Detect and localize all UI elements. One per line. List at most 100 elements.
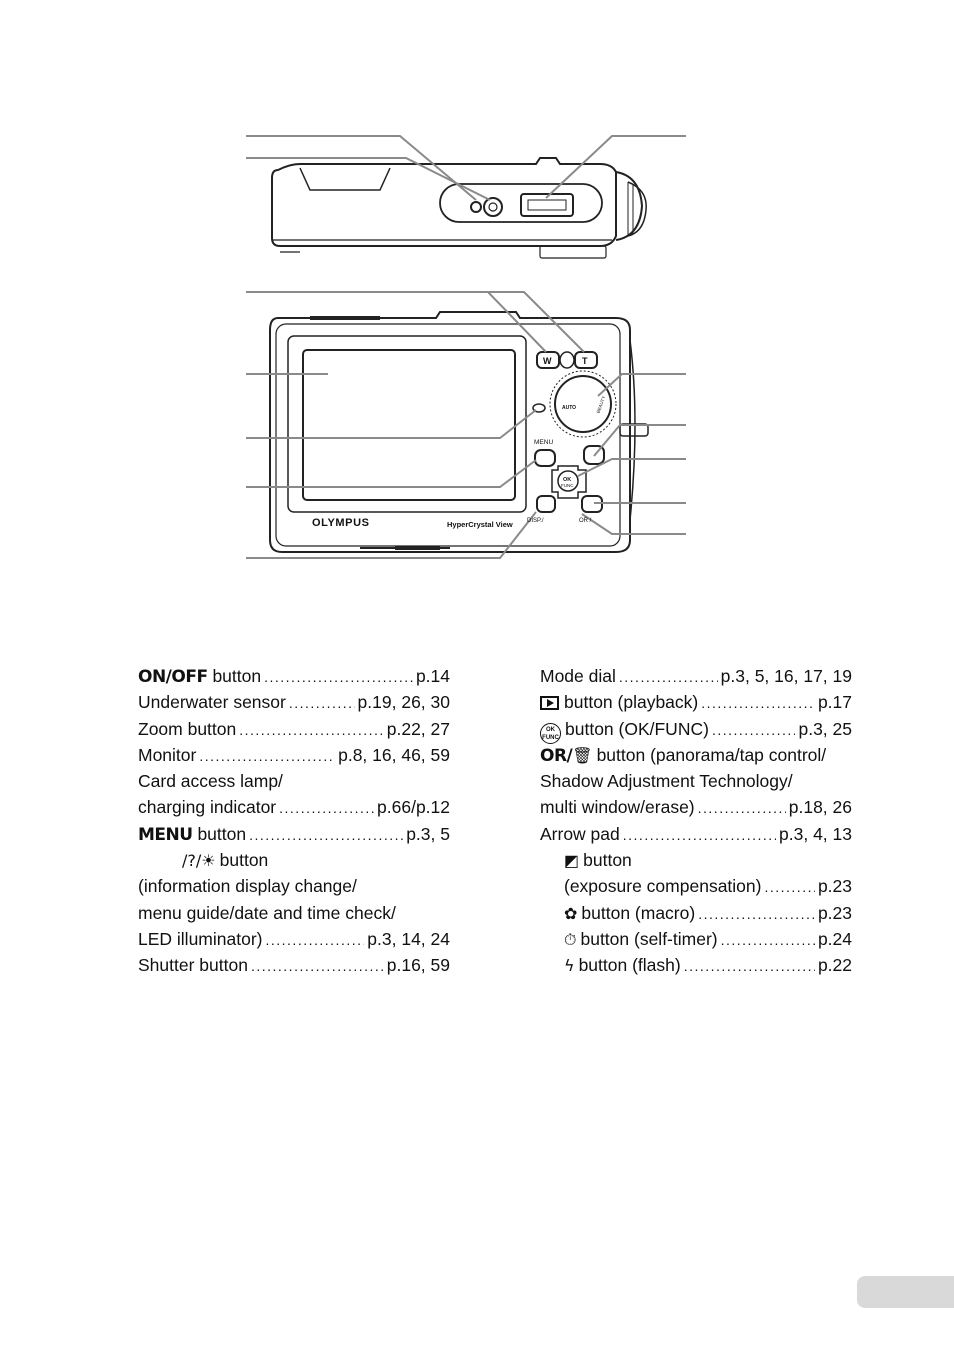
- menu-printed-label: MENU: [534, 439, 553, 446]
- page-ref: p.23: [817, 902, 852, 923]
- list-item: button (playback) p.17: [540, 689, 852, 715]
- list-item: Underwater sensor p.19, 26, 30: [138, 689, 450, 715]
- play-box-icon: [540, 696, 559, 711]
- page-ref: p.22: [817, 955, 852, 976]
- trash-icon: 🗑: [572, 746, 593, 766]
- item-label: LED illuminator): [138, 928, 263, 949]
- item-label: Mode dial: [540, 666, 616, 686]
- page-tab: [857, 1276, 954, 1308]
- ok-printed-label: OK: [563, 477, 571, 483]
- page-ref: p.3, 25: [798, 718, 852, 739]
- item-label: button: [583, 850, 632, 871]
- ok-func-button: [557, 470, 579, 492]
- disp-help-led-glyph: /?/☀: [182, 851, 216, 871]
- page-ref: p.19, 26, 30: [357, 692, 450, 713]
- brand-logo: OLYMPUS: [312, 517, 370, 529]
- card-access-lamp: [532, 403, 546, 413]
- list-item: ◩button: [540, 847, 852, 873]
- page-ref: p.14: [415, 666, 450, 686]
- item-label: menu guide/date and time check/: [138, 902, 396, 923]
- list-item: LED illuminator) p.3, 14, 24: [138, 926, 450, 952]
- item-label: Underwater sensor: [138, 692, 286, 713]
- item-label: Zoom button: [138, 718, 237, 739]
- page-ref: p.24: [817, 928, 852, 949]
- page-ref: p.16, 59: [386, 955, 450, 976]
- item-label: button (macro): [581, 902, 696, 923]
- disp-printed-label: DISP./: [527, 518, 544, 524]
- beauty-printed-label: BEAUTY: [596, 395, 607, 414]
- playback-button: [583, 445, 605, 465]
- item-label: Monitor: [138, 744, 197, 765]
- zoom-w-button: [536, 351, 560, 369]
- list-item: Zoom button p.22, 27: [138, 716, 450, 742]
- item-label: (information display change/: [138, 876, 357, 897]
- page-ref: p.22, 27: [386, 718, 450, 739]
- page-ref: p.17: [817, 692, 852, 713]
- list-item: ON/OFF button p.14: [138, 663, 450, 689]
- monitor: [302, 349, 516, 501]
- exposure-comp-icon: ◩: [564, 851, 580, 871]
- item-label: multi window/erase): [540, 797, 695, 818]
- camera-back-view: [269, 311, 649, 553]
- list-item: MENU button p.3, 5: [138, 821, 450, 847]
- on-off-glyph: ON/OFF: [138, 667, 208, 687]
- page-ref: p.18, 26: [788, 797, 852, 818]
- right-parts-list: Mode dial p.3, 5, 16, 17, 19 button (play…: [540, 663, 852, 979]
- item-label: Shadow Adjustment Technology/: [540, 771, 793, 792]
- item-label: button: [219, 850, 269, 871]
- item-label: button (flash): [578, 955, 681, 976]
- list-item: OR/🗑button (panorama/tap control/: [540, 742, 852, 768]
- underwater-sensor-dot: [470, 201, 482, 213]
- page-ref: p.23: [817, 876, 852, 897]
- callout-lines: [246, 135, 686, 559]
- item-label: button (playback): [564, 692, 699, 713]
- menu-glyph: MENU: [138, 824, 193, 845]
- list-item: menu guide/date and time check/: [138, 900, 450, 926]
- list-item: Card access lamp/: [138, 768, 450, 794]
- page-ref: p.3, 14, 24: [367, 928, 450, 949]
- arrow-pad: [551, 465, 587, 499]
- list-item: Monitor p.8, 16, 46, 59: [138, 742, 450, 768]
- func-printed-label: FUNC: [561, 483, 574, 488]
- flash-icon: ϟ: [564, 956, 575, 976]
- w-printed-label: W: [543, 356, 552, 366]
- macro-flower-icon: ✿: [564, 903, 578, 923]
- item-label: button (self-timer): [580, 928, 718, 949]
- list-item: Shadow Adjustment Technology/: [540, 768, 852, 794]
- item-label: Arrow pad: [540, 823, 620, 844]
- on-off-button-top: [483, 197, 503, 217]
- list-item: Shutter button p.16, 59: [138, 952, 450, 978]
- list-item: charging indicator p.66/p.12: [138, 794, 450, 820]
- page-ref: p.3, 5: [406, 823, 450, 844]
- item-label: button (OK/FUNC): [565, 718, 709, 739]
- list-item: Mode dial p.3, 5, 16, 17, 19: [540, 663, 852, 689]
- left-parts-list: ON/OFF button p.14 Underwater sensor p.19,…: [138, 663, 450, 979]
- shutter-button-top: [520, 193, 574, 217]
- item-label: button: [212, 666, 262, 686]
- hypercrystal-tag: HyperCrystal View: [447, 520, 513, 529]
- monitor-frame: [287, 335, 527, 513]
- item-label: button: [197, 823, 247, 844]
- list-item: multi window/erase) p.18, 26: [540, 794, 852, 820]
- page-ref: p.3, 4, 13: [779, 823, 852, 844]
- menu-button: [534, 449, 556, 467]
- camera-top-view: [271, 157, 647, 259]
- list-item: (exposure compensation) p.23: [540, 873, 852, 899]
- page-ref: p.3, 5, 16, 17, 19: [720, 666, 852, 686]
- item-label: Card access lamp/: [138, 771, 283, 792]
- page-ref: p.8, 16, 46, 59: [338, 744, 450, 765]
- mode-dial: [554, 375, 612, 433]
- item-label: button (panorama/tap control/: [596, 744, 827, 765]
- list-item: (information display change/: [138, 873, 450, 899]
- item-label: (exposure compensation): [564, 876, 762, 897]
- or-glyph: OR/: [540, 745, 573, 766]
- list-item: /?/☀button: [138, 847, 450, 873]
- page-ref: p.66/p.12: [377, 797, 450, 818]
- or-printed-label: OR /: [579, 518, 592, 524]
- item-label: charging indicator: [138, 797, 277, 818]
- item-label: Shutter button: [138, 955, 248, 976]
- camera-diagram: OLYMPUS HyperCrystal View MENU DISP./ OR…: [246, 135, 686, 559]
